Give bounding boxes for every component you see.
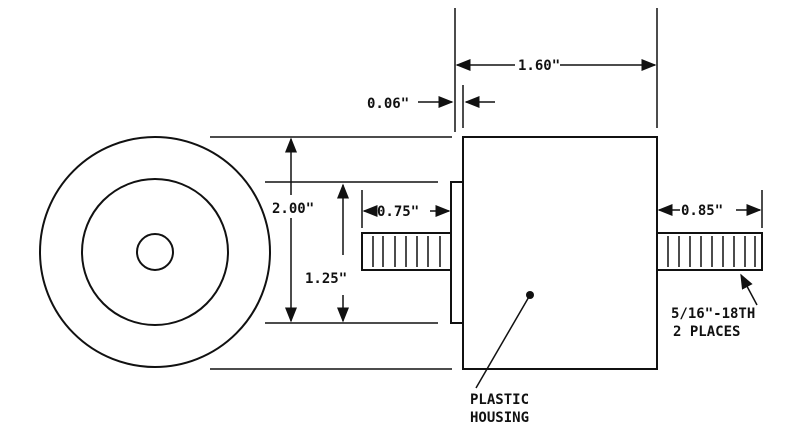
dim-right-stud-length: 0.85"	[657, 190, 763, 228]
dim-0-75-label: 0.75"	[377, 204, 419, 220]
stud-circle	[136, 233, 174, 271]
outer-circle	[39, 136, 271, 368]
dim-0-06-label: 0.06"	[367, 96, 409, 112]
housing-callout: PLASTIC HOUSING	[470, 291, 534, 426]
flange	[450, 181, 464, 324]
dim-0-85-label: 0.85"	[681, 203, 723, 219]
end-view	[39, 136, 271, 368]
dim-flange-thickness: 0.06"	[367, 85, 495, 128]
left-threaded-stud	[361, 232, 452, 271]
thread-spec-label: 5/16"-18TH	[671, 306, 755, 322]
dim-2-00-label: 2.00"	[272, 201, 314, 217]
plastic-housing	[462, 136, 658, 370]
housing-label-line2: HOUSING	[470, 410, 529, 426]
side-view	[361, 136, 763, 370]
thread-places-label: 2 PLACES	[673, 324, 740, 340]
dim-flange-diameter: 1.25"	[305, 183, 349, 323]
dim-overall-length: 1.60"	[454, 8, 658, 132]
thread-callout: 5/16"-18TH 2 PLACES	[671, 273, 758, 340]
dim-1-60-label: 1.60"	[518, 58, 560, 74]
housing-label-line1: PLASTIC	[470, 392, 529, 408]
right-threaded-stud	[656, 232, 763, 271]
dim-left-stud-length: 0.75"	[361, 190, 451, 228]
projection-lines	[210, 136, 452, 370]
dim-1-25-label: 1.25"	[305, 271, 347, 287]
flange-circle	[81, 178, 229, 326]
dim-housing-diameter: 2.00"	[272, 137, 314, 323]
